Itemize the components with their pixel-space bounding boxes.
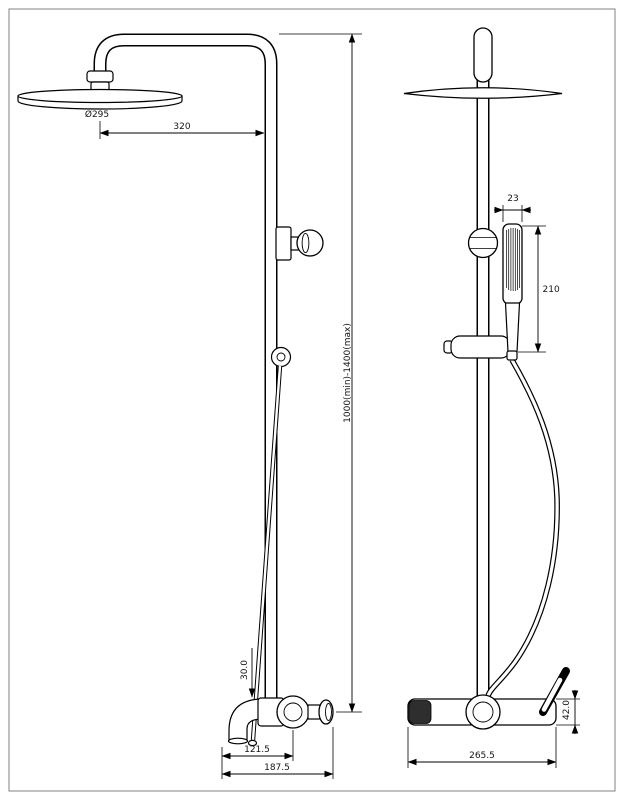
- riser-pipe-and-arm-front: [93, 33, 278, 710]
- hand-shower-side: [502, 223, 523, 353]
- diverter-knob-side: [467, 227, 499, 259]
- front-view: [17, 33, 334, 747]
- dim-mixer-depth: 265.5: [407, 727, 557, 768]
- dim-spout-drop: 30.0: [240, 648, 256, 698]
- svg-text:121.5: 121.5: [244, 745, 270, 755]
- rain-shower-head-front: [17, 88, 183, 110]
- sheet-border: [8, 8, 616, 792]
- slider-ring-front: [270, 346, 292, 368]
- mixer-lever: [539, 667, 570, 716]
- svg-text:320: 320: [173, 122, 190, 132]
- hand-shower-front: [247, 365, 283, 747]
- handle-knob-front: [318, 699, 334, 725]
- dim-handshower-length: 210: [518, 225, 560, 353]
- hand-shower-handle: [504, 302, 521, 353]
- slider-bracket-side: [443, 335, 511, 359]
- handle-stem-front: [307, 704, 321, 720]
- spray-face-hatching: [506, 228, 520, 291]
- svg-text:42.0: 42.0: [562, 700, 572, 720]
- svg-text:23: 23: [507, 194, 518, 204]
- dim-arm-reach: 320: [99, 121, 265, 139]
- dimensions: Ø295 320 1000(min)-1400(max) 30.0 121.5: [85, 33, 580, 779]
- spout-outlet: [227, 737, 249, 745]
- dim-overall-reach: 187.5: [221, 727, 334, 779]
- svg-text:30.0: 30.0: [240, 660, 250, 680]
- svg-text:210: 210: [543, 285, 560, 295]
- svg-text:1000(min)-1400(max): 1000(min)-1400(max): [343, 323, 353, 423]
- arm-end-cap-side: [473, 27, 493, 83]
- dim-head-diameter: Ø295: [85, 109, 109, 120]
- mixer-side: [407, 667, 570, 730]
- mixer-front: [227, 695, 334, 745]
- rain-shower-head-side: [403, 87, 563, 99]
- side-view: [403, 27, 570, 730]
- dim-mixer-height: 42.0: [556, 690, 580, 734]
- mixer-escutcheon-front: [276, 695, 310, 729]
- dim-handshower-width: 23: [494, 194, 531, 222]
- hose-nut: [506, 350, 518, 361]
- dim-height-range: 1000(min)-1400(max): [279, 33, 362, 713]
- mixer-escutcheon-side: [465, 694, 501, 730]
- mixer-end-cap-dark: [408, 700, 432, 724]
- svg-text:187.5: 187.5: [264, 763, 290, 773]
- svg-text:265.5: 265.5: [469, 751, 495, 761]
- shower-hose: [484, 358, 560, 721]
- diverter-knob-front: [275, 226, 324, 261]
